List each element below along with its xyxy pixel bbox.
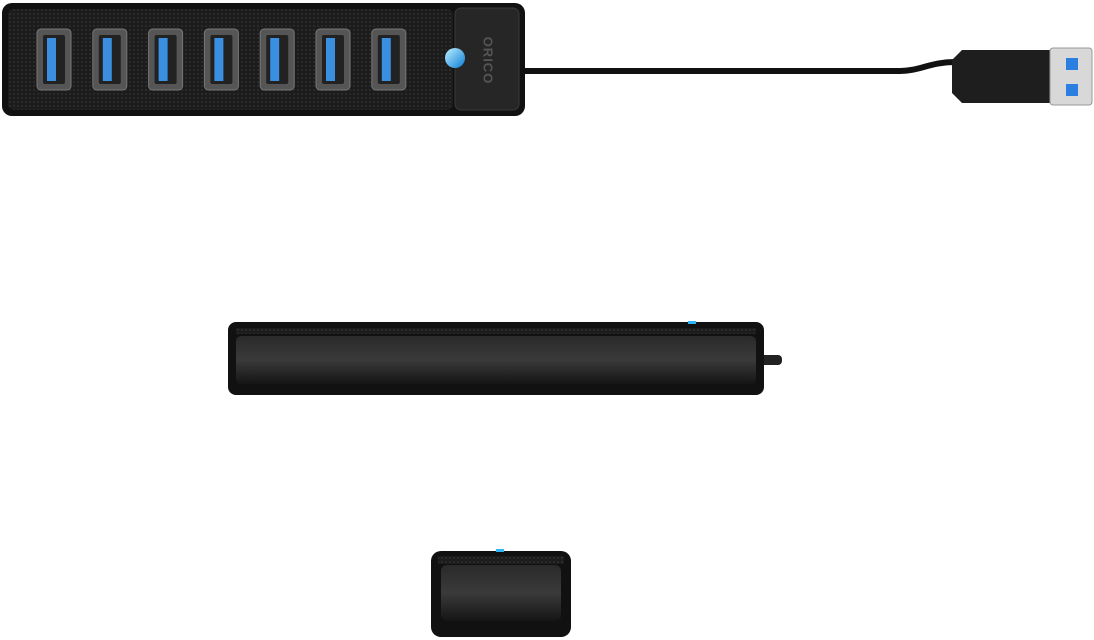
usb-port bbox=[92, 28, 128, 91]
usb-port bbox=[259, 28, 295, 91]
usb-a-plug bbox=[952, 47, 1093, 106]
power-led-icon bbox=[445, 48, 465, 68]
hub-top-view bbox=[2, 3, 1093, 116]
usb-port bbox=[36, 28, 72, 91]
hub-end-view bbox=[431, 549, 571, 637]
usb-port bbox=[371, 28, 407, 91]
brand-logo: ORICO bbox=[480, 36, 496, 84]
hub-side-view bbox=[228, 321, 782, 395]
usb-cable bbox=[525, 59, 962, 74]
usb-port bbox=[203, 28, 239, 91]
usb-port bbox=[148, 28, 184, 91]
usb-port bbox=[315, 28, 351, 91]
